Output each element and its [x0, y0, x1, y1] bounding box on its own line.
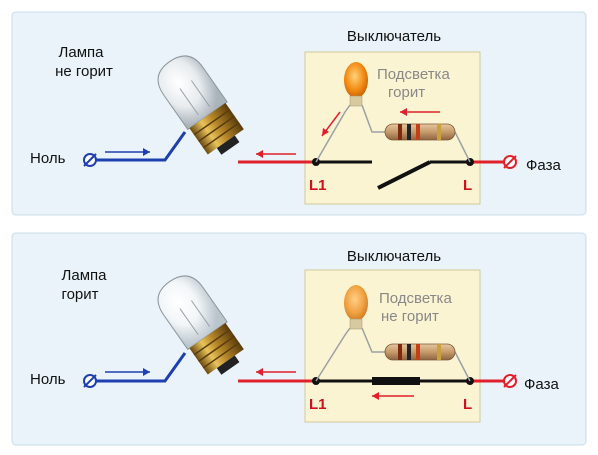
- bottom-backlight-lead-right: [454, 351, 471, 382]
- bottom-lamp-label-line1: Лампа: [62, 267, 108, 284]
- top-neutral-arrow-icon: [105, 148, 150, 156]
- top-resistor-arrow-icon: [400, 108, 440, 116]
- top-neutral-terminal-icon: [83, 153, 97, 167]
- bottom-phase-label: Фаза: [524, 376, 559, 393]
- top-terminal-l1: L1: [309, 177, 327, 194]
- bottom-switch-title: Выключатель: [347, 248, 441, 265]
- bottom-lamp-arrow-icon: [256, 368, 296, 376]
- top-neutral-label: Ноль: [30, 150, 66, 167]
- bottom-neutral-wire: [90, 352, 187, 383]
- bottom-neutral-terminal-icon: [83, 374, 97, 388]
- top-lamp-icon: [157, 55, 244, 155]
- bottom-neutral-label: Ноль: [30, 371, 66, 388]
- bottom-lamp-label-line2: горит: [61, 286, 98, 303]
- bottom-backlight-lead-left: [315, 327, 351, 382]
- top-phase-label: Фаза: [526, 157, 561, 174]
- top-lamp-arrow-icon: [256, 150, 296, 158]
- top-backlight-lead-left: [315, 104, 351, 163]
- bottom-terminal-l1: L1: [309, 396, 327, 413]
- top-neutral-wire: [90, 131, 187, 162]
- top-lamp-label-line1: Лампа: [59, 44, 105, 61]
- top-switch-open-lever: [377, 160, 431, 190]
- top-backlight-line2: горит: [388, 84, 425, 101]
- top-panel: Выключатель Лампа не горит Подсветка гор…: [11, 11, 587, 216]
- top-backlight-arrow-icon: [321, 111, 341, 137]
- bottom-phase-terminal-icon: [503, 374, 517, 388]
- bottom-neutral-arrow-icon: [105, 368, 150, 376]
- bottom-terminal-l: L: [463, 396, 472, 413]
- bottom-backlight-bulb-icon: [344, 285, 368, 330]
- top-lamp-label-line2: не горит: [55, 63, 113, 80]
- top-backlight-bulb-icon: [344, 62, 368, 107]
- top-phase-terminal-icon: [503, 155, 517, 169]
- top-resistor-icon: [384, 123, 456, 141]
- top-backlight-lead-right: [454, 131, 471, 163]
- bottom-switch-arrow-icon: [372, 392, 414, 400]
- top-panel-bg: [11, 11, 587, 216]
- bottom-panel: Выключатель Лампа горит Подсветка не гор…: [11, 232, 587, 446]
- bottom-backlight-line2: не горит: [381, 308, 439, 325]
- bottom-lamp-icon: [157, 275, 244, 375]
- top-backlight-lead-mid: [361, 104, 385, 133]
- bottom-panel-bg: [11, 232, 587, 446]
- bottom-switch-closed-lever: [372, 377, 420, 385]
- bottom-backlight-line1: Подсветка: [379, 290, 452, 307]
- bottom-backlight-lead-mid: [361, 327, 385, 353]
- top-backlight-line1: Подсветка: [377, 66, 450, 83]
- top-switch-title: Выключатель: [347, 28, 441, 45]
- bottom-resistor-icon: [384, 343, 456, 361]
- top-terminal-l: L: [463, 177, 472, 194]
